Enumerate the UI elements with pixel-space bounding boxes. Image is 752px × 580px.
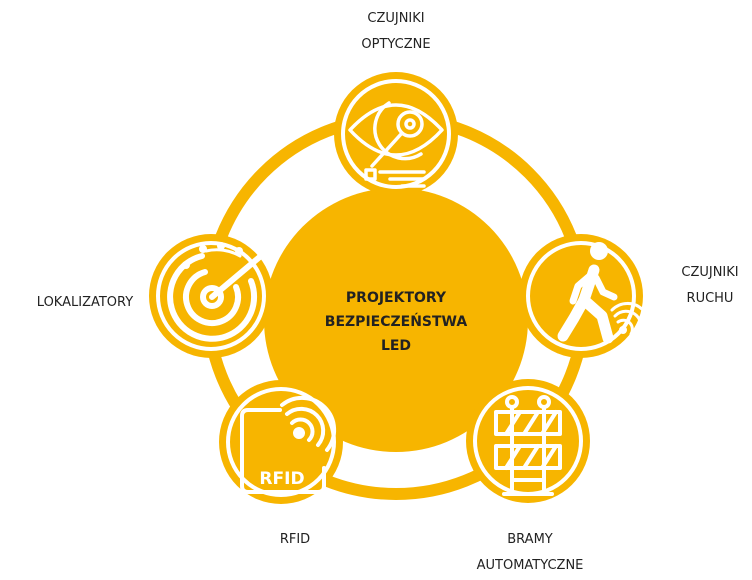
eye-sensor-icon <box>348 101 444 188</box>
center-title-line3: LED <box>380 338 412 354</box>
label-optical-sensors: CZUJNIKI OPTYCZNE <box>361 11 431 52</box>
node-automatic-gates <box>466 379 590 503</box>
label-motion-sensors: CZUJNIKI RUCHU <box>681 265 739 306</box>
center-disc <box>264 188 528 452</box>
label-automatic-gates: BRAMY AUTOMATYCZNE <box>476 532 584 573</box>
label-locators: LOKALIZATORY <box>36 295 134 310</box>
walking-person-icon <box>557 242 618 344</box>
node-optical-sensors <box>334 72 458 196</box>
node-locators <box>149 234 273 358</box>
barrier-gate-icon <box>494 395 562 496</box>
label-rfid: RFID <box>279 532 311 547</box>
node-motion-sensors <box>519 234 651 358</box>
center-title-line1: PROJEKTORY <box>345 290 447 306</box>
signal-waves-icon <box>610 301 651 342</box>
node-rfid: RFID <box>219 380 343 504</box>
center-title: PROJEKTORY BEZPIECZEŃSTWA LED <box>311 286 481 358</box>
center-title-line2: BEZPIECZEŃSTWA <box>324 314 468 330</box>
rfid-badge-text: RFID <box>259 469 304 489</box>
radar-blips <box>182 242 243 269</box>
radar-icon <box>167 247 271 342</box>
rfid-tag-icon <box>240 395 337 494</box>
